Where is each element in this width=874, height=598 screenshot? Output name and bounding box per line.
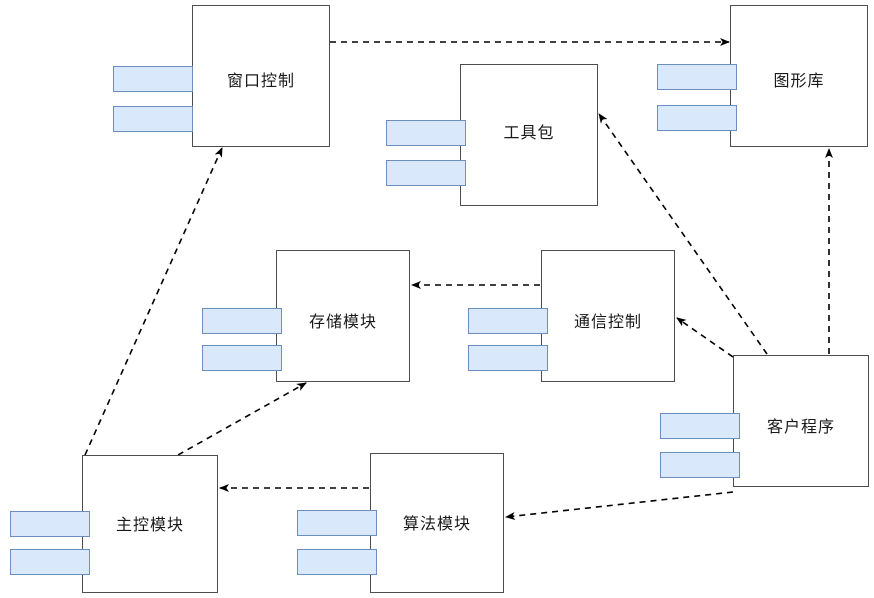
- component-communication-control[interactable]: 通信控制: [541, 250, 675, 382]
- component-port-tab-main-control-module-1[interactable]: [10, 511, 90, 537]
- dependency-edge-client-program-to-toolkit: [598, 113, 768, 355]
- component-graphics-library[interactable]: 图形库: [730, 5, 868, 147]
- dependency-edge-client-program-to-algorithm-module: [505, 491, 734, 520]
- component-client-program[interactable]: 客户程序: [733, 355, 869, 487]
- component-toolkit[interactable]: 工具包: [460, 64, 598, 206]
- component-label-graphics-library: 图形库: [773, 73, 825, 90]
- component-label-algorithm-module: 算法模块: [402, 516, 471, 533]
- dependency-edge-main-control-to-window-control: [84, 147, 223, 456]
- component-label-communication-control: 通信控制: [573, 314, 642, 331]
- component-main-control-module[interactable]: 主控模块: [82, 455, 218, 593]
- dependency-edge-main-control-to-storage-module: [177, 382, 307, 456]
- component-port-tab-toolkit-1[interactable]: [386, 120, 466, 146]
- component-port-tab-toolkit-2[interactable]: [386, 160, 466, 186]
- component-window-control[interactable]: 窗口控制: [192, 5, 330, 147]
- component-port-tab-main-control-module-2[interactable]: [10, 549, 90, 575]
- component-label-client-program: 客户程序: [766, 419, 835, 436]
- component-port-tab-storage-module-2[interactable]: [202, 345, 282, 371]
- component-label-main-control-module: 主控模块: [115, 517, 184, 534]
- component-label-window-control: 窗口控制: [226, 73, 295, 90]
- component-label-storage-module: 存储模块: [308, 314, 377, 331]
- component-port-tab-algorithm-module-2[interactable]: [297, 549, 377, 575]
- component-port-tab-graphics-library-1[interactable]: [657, 64, 737, 90]
- component-algorithm-module[interactable]: 算法模块: [370, 453, 504, 593]
- component-port-tab-window-control-2[interactable]: [113, 106, 193, 132]
- component-port-tab-client-program-2[interactable]: [660, 452, 740, 478]
- component-port-tab-graphics-library-2[interactable]: [657, 105, 737, 131]
- component-port-tab-communication-control-2[interactable]: [468, 345, 548, 371]
- component-storage-module[interactable]: 存储模块: [276, 250, 410, 382]
- component-port-tab-storage-module-1[interactable]: [202, 308, 282, 334]
- dependency-edge-client-program-to-communication-control: [676, 317, 734, 358]
- component-port-tab-communication-control-1[interactable]: [468, 308, 548, 334]
- component-port-tab-algorithm-module-1[interactable]: [297, 510, 377, 536]
- component-port-tab-window-control-1[interactable]: [113, 66, 193, 92]
- component-port-tab-client-program-1[interactable]: [660, 413, 740, 439]
- component-label-toolkit: 工具包: [503, 125, 555, 142]
